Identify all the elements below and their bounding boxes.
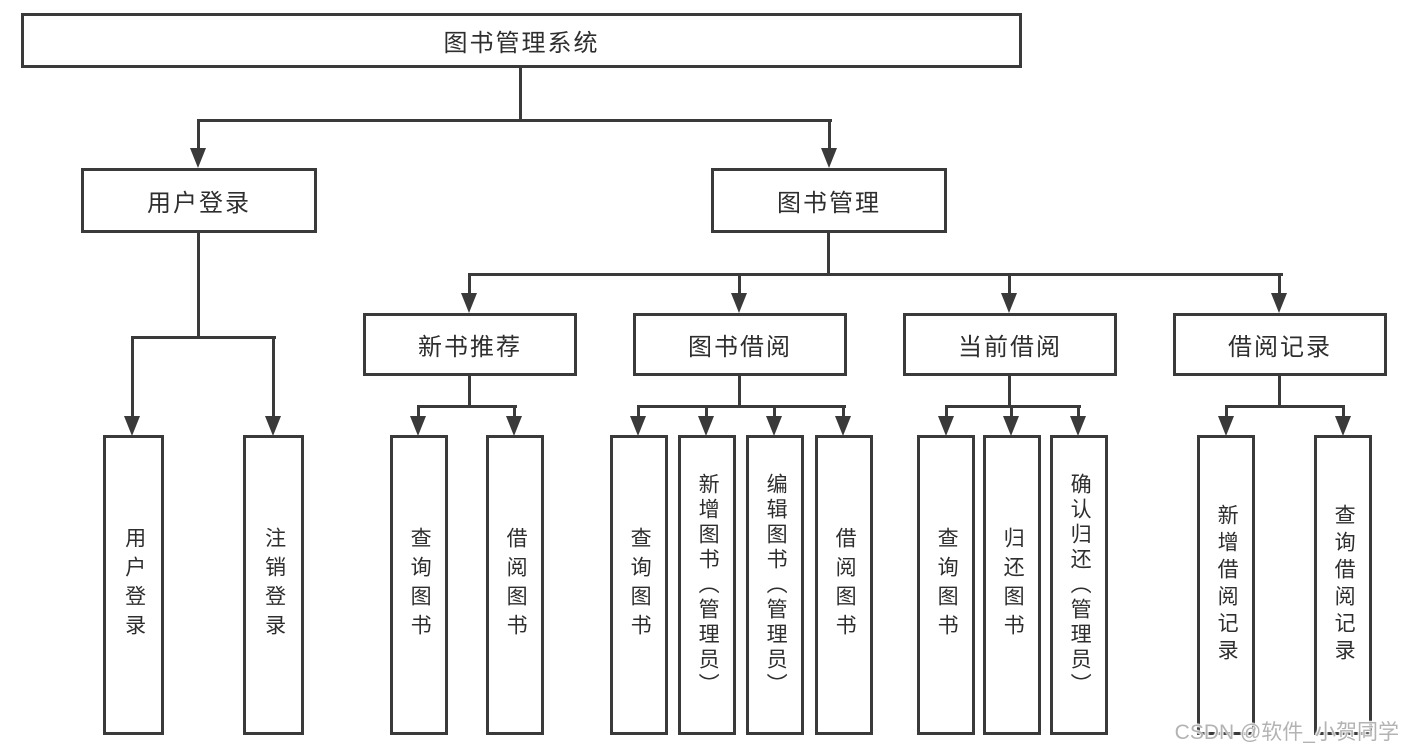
node-new-books-label: 新书推荐	[418, 334, 522, 361]
connector-line	[131, 336, 134, 420]
connector-line	[945, 405, 1081, 408]
connector-line	[468, 273, 471, 298]
node-current-borrowing-label: 当前借阅	[958, 334, 1062, 361]
down-arrowhead	[1271, 293, 1287, 313]
down-arrowhead	[630, 416, 646, 436]
node-root: 图书管理系统	[21, 13, 1022, 68]
connector-line	[1008, 273, 1011, 298]
connector-line	[842, 405, 845, 419]
down-arrowhead	[124, 416, 140, 436]
connector-line	[468, 273, 1283, 276]
leaf-borrowing-borrow-books-label: 借阅图书	[833, 527, 857, 643]
node-book-management-label: 图书管理	[777, 190, 881, 217]
connector-line	[468, 376, 471, 407]
down-arrowhead	[410, 416, 426, 436]
connector-line	[637, 405, 846, 408]
leaf-user-login: 用户登录	[103, 435, 164, 735]
node-root-label: 图书管理系统	[443, 30, 600, 57]
leaf-borrowing-edit-books-label: 编辑图书（管理员）	[764, 472, 788, 698]
leaf-borrowing-query-books: 查询图书	[610, 435, 668, 735]
connector-line	[1225, 405, 1345, 408]
connector-line	[738, 273, 741, 298]
leaf-current-query-books: 查询图书	[917, 435, 975, 735]
connector-line	[828, 119, 831, 152]
connector-line	[1278, 376, 1281, 407]
leaf-records-add-record: 新增借阅记录	[1197, 435, 1255, 735]
leaf-borrowing-borrow-books: 借阅图书	[815, 435, 873, 735]
connector-line	[1278, 273, 1281, 298]
down-arrowhead	[698, 416, 714, 436]
connector-line	[197, 119, 832, 122]
connector-line	[738, 376, 741, 407]
leaf-borrowing-query-books-label: 查询图书	[628, 527, 652, 643]
node-user-login-label: 用户登录	[147, 190, 251, 217]
connector-line	[1225, 405, 1228, 419]
node-borrowing-records: 借阅记录	[1173, 313, 1387, 376]
connector-line	[519, 68, 522, 119]
down-arrowhead	[821, 148, 837, 168]
down-arrowhead	[506, 416, 522, 436]
leaf-borrowing-add-books: 新增图书（管理员）	[678, 435, 736, 735]
leaf-current-query-books-label: 查询图书	[935, 527, 959, 643]
node-book-management: 图书管理	[711, 168, 947, 233]
connector-line	[1008, 376, 1011, 407]
leaf-newbooks-query-books: 查询图书	[390, 435, 448, 735]
node-current-borrowing: 当前借阅	[903, 313, 1117, 376]
leaf-logout: 注销登录	[243, 435, 304, 735]
leaf-newbooks-query-books-label: 查询图书	[408, 527, 432, 643]
leaf-current-confirm-return-label: 确认归还（管理员）	[1068, 472, 1092, 698]
leaf-current-return-books-label: 归还图书	[1001, 527, 1025, 643]
leaf-records-query-record: 查询借阅记录	[1314, 435, 1372, 735]
leaf-records-query-record-label: 查询借阅记录	[1332, 504, 1356, 666]
down-arrowhead	[938, 416, 954, 436]
down-arrowhead	[461, 293, 477, 313]
node-book-borrowing-label: 图书借阅	[688, 334, 792, 361]
down-arrowhead	[1218, 416, 1234, 436]
connector-line	[773, 405, 776, 419]
down-arrowhead	[190, 148, 206, 168]
leaf-newbooks-borrow-books-label: 借阅图书	[504, 527, 528, 643]
node-user-login: 用户登录	[81, 168, 317, 233]
down-arrowhead	[1003, 416, 1019, 436]
down-arrowhead	[265, 416, 281, 436]
down-arrowhead	[1001, 293, 1017, 313]
node-borrowing-records-label: 借阅记录	[1228, 334, 1332, 361]
connector-line	[197, 233, 200, 338]
down-arrowhead	[766, 416, 782, 436]
connector-line	[131, 336, 276, 339]
leaf-current-confirm-return: 确认归还（管理员）	[1050, 435, 1108, 735]
leaf-borrowing-edit-books: 编辑图书（管理员）	[746, 435, 804, 735]
connector-line	[827, 233, 830, 276]
leaf-records-add-record-label: 新增借阅记录	[1215, 504, 1239, 666]
connector-line	[1010, 405, 1013, 419]
connector-line	[1342, 405, 1345, 419]
connector-line	[705, 405, 708, 419]
connector-line	[637, 405, 640, 419]
down-arrowhead	[1070, 416, 1086, 436]
connector-line	[272, 336, 275, 420]
node-book-borrowing: 图书借阅	[633, 313, 847, 376]
connector-line	[417, 405, 420, 419]
connector-line	[197, 119, 200, 152]
connector-line	[513, 405, 516, 419]
leaf-current-return-books: 归还图书	[983, 435, 1041, 735]
leaf-borrowing-add-books-label: 新增图书（管理员）	[696, 472, 720, 698]
connector-line	[417, 405, 517, 408]
leaf-user-login-label: 用户登录	[122, 527, 146, 643]
down-arrowhead	[1335, 416, 1351, 436]
leaf-newbooks-borrow-books: 借阅图书	[486, 435, 544, 735]
csdn-watermark: CSDN @软件_小贺同学	[1174, 721, 1399, 744]
node-new-books: 新书推荐	[363, 313, 577, 376]
connector-line	[945, 405, 948, 419]
leaf-logout-label: 注销登录	[262, 527, 286, 643]
down-arrowhead	[731, 293, 747, 313]
down-arrowhead	[835, 416, 851, 436]
connector-line	[1077, 405, 1080, 419]
